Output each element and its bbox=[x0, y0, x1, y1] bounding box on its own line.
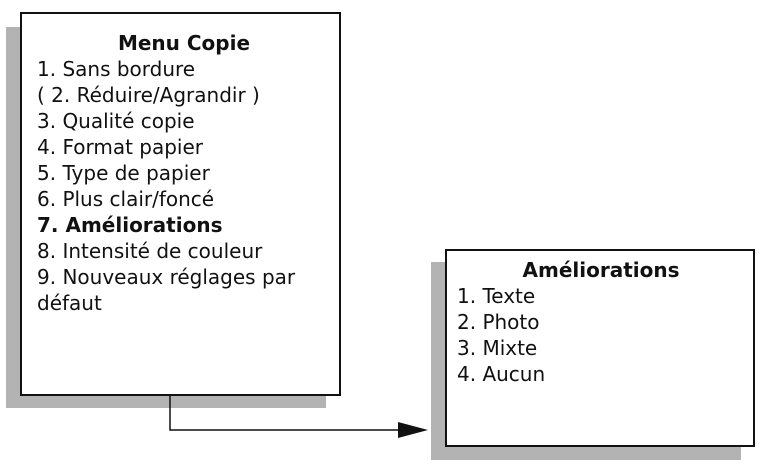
enhancements-menu-title: Améliorations bbox=[522, 258, 680, 282]
copy-menu-list: 1. Sans bordure ( 2. Réduire/Agrandir ) … bbox=[37, 56, 331, 316]
menu-item-lighter-darker: 6. Plus clair/foncé bbox=[37, 187, 215, 211]
submenu-item-mixed: 3. Mixte bbox=[457, 336, 538, 360]
menu-item-paper-size: 4. Format papier bbox=[37, 135, 204, 159]
arrow-head bbox=[398, 422, 428, 438]
menu-item-set-new-defaults: 9. Nouveaux réglages par défaut bbox=[37, 265, 296, 315]
copy-menu-panel: Menu Copie 1. Sans bordure ( 2. Réduire/… bbox=[20, 12, 341, 396]
menu-item-borderless: 1. Sans bordure bbox=[37, 57, 196, 81]
submenu-item-none: 4. Aucun bbox=[457, 362, 546, 386]
menu-item-reduce-enlarge: ( 2. Réduire/Agrandir ) bbox=[37, 83, 260, 107]
submenu-item-text: 1. Texte bbox=[457, 284, 536, 308]
menu-item-paper-type: 5. Type de papier bbox=[37, 161, 210, 185]
menu-item-color-intensity: 8. Intensité de couleur bbox=[37, 239, 263, 263]
menu-item-copy-quality: 3. Qualité copie bbox=[37, 109, 195, 133]
menu-item-enhancements: 7. Améliorations bbox=[37, 213, 223, 237]
submenu-item-photo: 2. Photo bbox=[457, 310, 540, 334]
enhancements-menu-list: 1. Texte 2. Photo 3. Mixte 4. Aucun bbox=[457, 283, 745, 387]
enhancements-menu-panel: Améliorations 1. Texte 2. Photo 3. Mixte… bbox=[445, 249, 755, 447]
copy-menu-title: Menu Copie bbox=[117, 31, 251, 55]
